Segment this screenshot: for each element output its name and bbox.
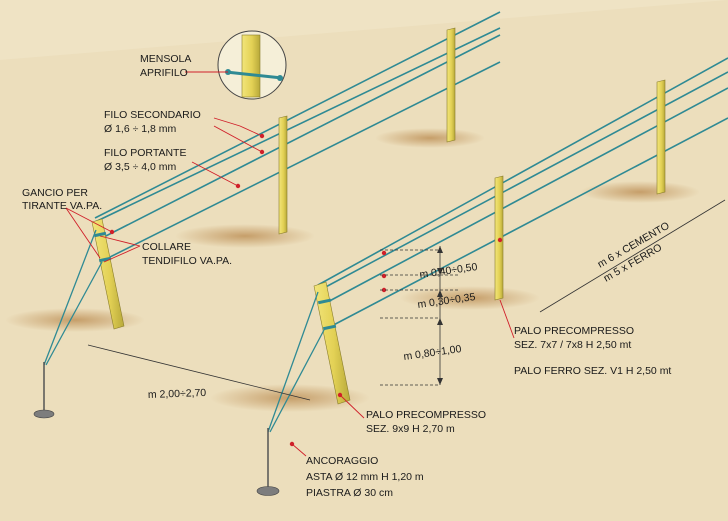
back-row-posts	[278, 27, 456, 235]
label-tendifilo: TENDIFILO VA.PA.	[142, 255, 232, 267]
arrow	[437, 268, 443, 275]
shadow	[580, 181, 700, 203]
tie-wire	[45, 261, 103, 366]
back-row-wires	[94, 11, 501, 263]
label-palo-precompresso-small: PALO PRECOMPRESSO	[514, 325, 634, 337]
arrow	[437, 246, 443, 253]
label-ancoraggio: ANCORAGGIO	[306, 455, 378, 467]
tie-wire	[43, 229, 97, 366]
dimension-arrows	[437, 246, 443, 385]
anchor-plate	[33, 409, 55, 419]
post-head	[91, 218, 125, 330]
post-intermediate	[446, 27, 456, 143]
label-mensola: MENSOLA	[140, 53, 191, 65]
post-intermediate	[278, 115, 288, 235]
label-asta: ASTA Ø 12 mm H 1,20 m	[306, 471, 424, 483]
bracket-detail-inset	[217, 30, 287, 100]
leader	[99, 235, 141, 247]
front-row-anchor	[256, 291, 325, 496]
label-filo-secondario: FILO SECONDARIO	[104, 109, 201, 121]
collar	[317, 298, 332, 305]
marker	[381, 273, 387, 279]
label-palo-precompresso-big-sez: SEZ. 9x9 H 2,70 m	[366, 423, 455, 435]
label-gancio: GANCIO PER	[22, 187, 88, 199]
label-collare: COLLARE	[142, 241, 191, 253]
tie-wire	[267, 291, 319, 433]
leader	[499, 299, 515, 339]
post-intermediate	[656, 79, 666, 195]
label-tirante: TIRANTE VA.PA.	[22, 200, 102, 212]
inset-post	[241, 34, 261, 98]
shadow	[175, 224, 315, 248]
arrow	[437, 290, 443, 297]
dim-row-spacing	[87, 344, 311, 401]
back-row-head-post	[91, 218, 125, 330]
leader	[191, 161, 239, 187]
label-filo-secondario-dim: Ø 1,6 ÷ 1,8 mm	[104, 123, 177, 135]
post-intermediate	[494, 175, 504, 301]
leader	[65, 207, 101, 259]
leader-lines	[65, 71, 515, 457]
leader	[65, 207, 113, 233]
tie-wire	[269, 329, 325, 433]
front-row-posts	[494, 79, 666, 301]
front-row-head-post	[313, 281, 351, 405]
inset-bracket-end	[277, 75, 283, 81]
leader	[213, 117, 263, 137]
dim-row-spacing: m 2,00÷2,70	[148, 387, 207, 401]
shadow	[400, 286, 540, 310]
label-piastra: PIASTRA Ø 30 cm	[306, 487, 393, 499]
shadow	[375, 128, 485, 148]
collar	[98, 256, 112, 263]
leader	[339, 394, 365, 419]
wire-bearing	[97, 34, 501, 241]
wire-secondary	[94, 27, 501, 223]
wire-secondary	[94, 11, 501, 219]
dim-post-spacing	[539, 199, 726, 313]
collar	[322, 324, 337, 331]
anchor-plate	[256, 486, 280, 496]
label-palo-precompresso-small-sez: SEZ. 7x7 / 7x8 H 2,50 mt	[514, 339, 631, 351]
label-palo-precompresso-big: PALO PRECOMPRESSO	[366, 409, 486, 421]
wire-bearing	[99, 61, 501, 263]
arrow	[437, 378, 443, 385]
marker	[381, 287, 387, 293]
collar	[93, 231, 107, 238]
shadow	[210, 384, 370, 412]
shadow	[5, 308, 145, 332]
leader	[291, 443, 307, 457]
leader	[103, 245, 141, 263]
inset-bracket	[225, 70, 283, 80]
dimension-lines	[87, 199, 726, 401]
label-filo-portante-dim: Ø 3,5 ÷ 4,0 mm	[104, 161, 177, 173]
label-palo-ferro: PALO FERRO SEZ. V1 H 2,50 mt	[514, 365, 671, 377]
label-aprifilo: APRIFILO	[140, 67, 188, 79]
marker	[381, 250, 387, 256]
post-head	[313, 281, 351, 405]
arrow	[437, 318, 443, 325]
leader	[213, 125, 263, 153]
back-row-anchor	[33, 229, 103, 419]
marker	[497, 237, 503, 243]
label-filo-portante: FILO PORTANTE	[104, 147, 186, 159]
